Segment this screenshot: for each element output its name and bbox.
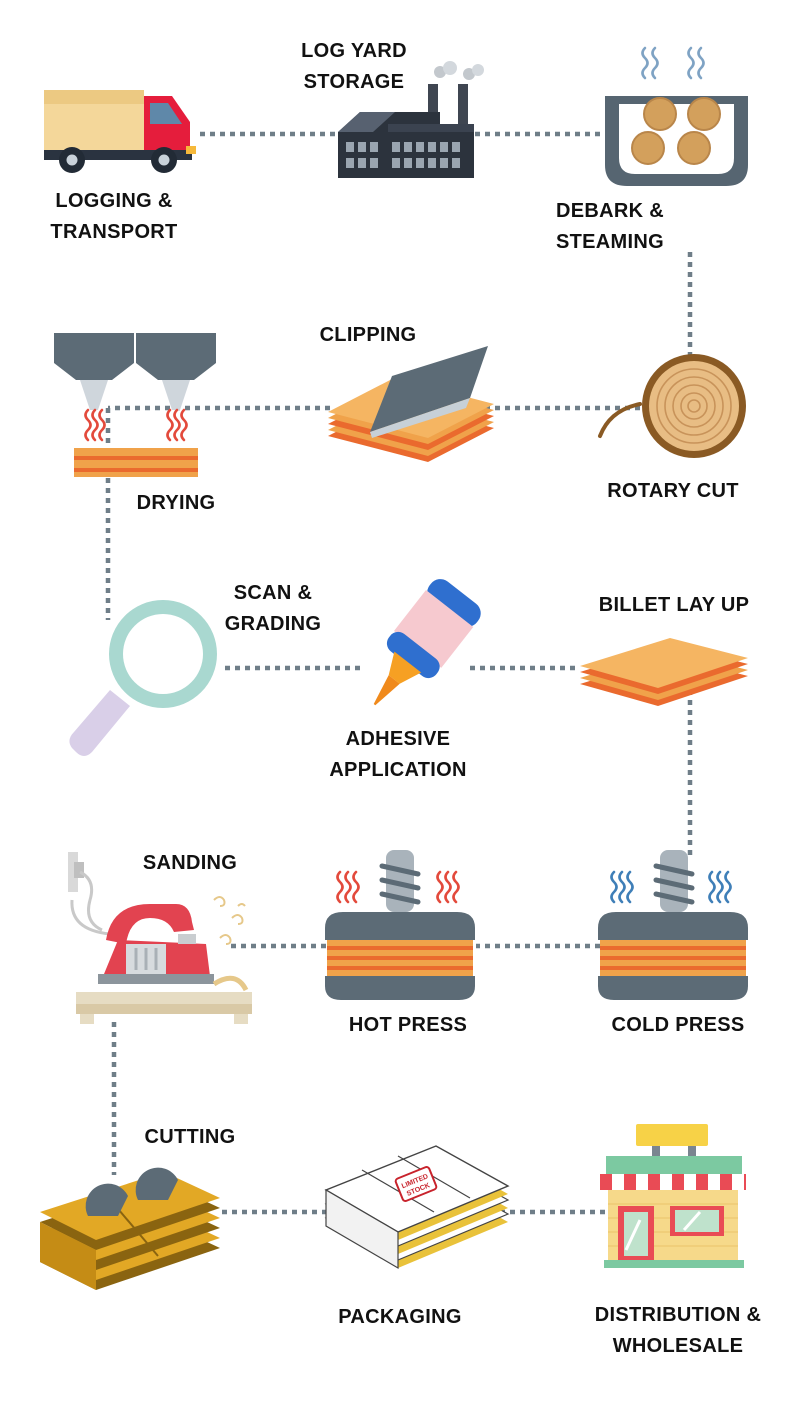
cold-press-icon bbox=[598, 850, 748, 1000]
factory-icon bbox=[338, 61, 484, 178]
step-label-cutting: CUTTING bbox=[144, 1126, 236, 1148]
steaming-logs-icon bbox=[605, 46, 748, 186]
steam-waves bbox=[641, 46, 705, 80]
magnifier-icon bbox=[69, 600, 217, 756]
planer-icon bbox=[68, 852, 252, 1024]
step-label-billet-lay-up: BILLET LAY UP bbox=[598, 594, 750, 616]
hot-press-icon bbox=[325, 850, 475, 1000]
dryer-hoppers-icon bbox=[54, 333, 216, 477]
step-label-distribution: DISTRIBUTION & WHOLESALE bbox=[594, 1304, 762, 1357]
step-label-sanding: SANDING bbox=[142, 852, 238, 874]
step-label-hot-press: HOT PRESS bbox=[348, 1014, 468, 1036]
truck-icon bbox=[44, 90, 196, 173]
step-label-adhesive: ADHESIVE APPLICATION bbox=[329, 728, 467, 781]
step-label-packaging: PACKAGING bbox=[338, 1306, 462, 1328]
glue-bottle-icon bbox=[373, 579, 481, 706]
step-label-drying: DRYING bbox=[136, 492, 216, 514]
step-label-cold-press: COLD PRESS bbox=[611, 1014, 745, 1036]
heat-waves bbox=[84, 408, 188, 442]
log-peeling-icon bbox=[598, 354, 746, 458]
veneer-clipper-icon bbox=[328, 346, 494, 462]
step-label-clipping: CLIPPING bbox=[319, 324, 417, 346]
step-label-log-yard: LOG YARD STORAGE bbox=[301, 40, 407, 93]
packed-boards-icon: LIMITED STOCK bbox=[324, 1145, 510, 1270]
saw-boards-icon bbox=[40, 1167, 220, 1290]
shop-icon bbox=[600, 1124, 746, 1268]
step-label-logging: LOGGING & TRANSPORT bbox=[50, 190, 178, 243]
step-label-rotary-cut: ROTARY CUT bbox=[607, 480, 739, 502]
veneer-stack-icon bbox=[580, 638, 748, 706]
step-label-scan-grading: SCAN & GRADING bbox=[224, 582, 322, 635]
flow-connectors bbox=[105, 131, 693, 1215]
step-label-debark: DEBARK & STEAMING bbox=[556, 200, 664, 253]
